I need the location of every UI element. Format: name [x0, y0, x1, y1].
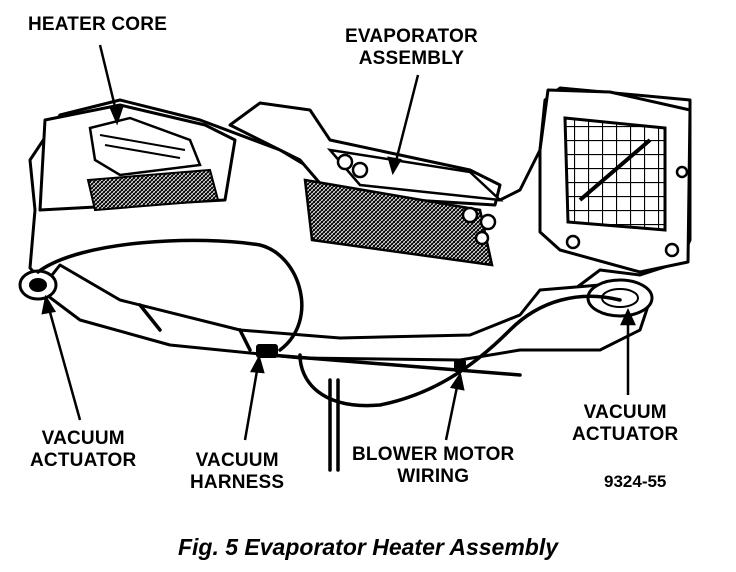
- label-vacuum-actuator-right-line2: ACTUATOR: [572, 424, 679, 445]
- label-vacuum-harness-line1: VACUUM: [195, 450, 279, 471]
- heater-core: [86, 116, 220, 212]
- label-evaporator-assembly: EVAPORATOR ASSEMBLY: [345, 26, 478, 70]
- label-vacuum-actuator-right-line1: VACUUM: [583, 402, 667, 423]
- left-vacuum-actuator-shape: [18, 269, 58, 301]
- harness-clip: [256, 344, 466, 372]
- label-evaporator-assembly-line2: ASSEMBLY: [358, 48, 465, 69]
- label-vacuum-actuator-left-line2: ACTUATOR: [30, 450, 137, 471]
- label-vacuum-actuator-right: VACUUM ACTUATOR: [572, 402, 678, 446]
- blower-motor-housing: [586, 278, 654, 318]
- figure-caption: Fig. 5 Evaporator Heater Assembly: [177, 534, 559, 560]
- figure-number: 9324-55: [604, 472, 667, 491]
- label-blower-motor-wiring: BLOWER MOTOR WIRING: [352, 444, 514, 488]
- label-vacuum-actuator-left-line1: VACUUM: [41, 428, 125, 449]
- label-blower-motor-wiring-line2: WIRING: [397, 466, 470, 487]
- label-evaporator-assembly-line1: EVAPORATOR: [345, 26, 478, 47]
- label-heater-core-text: HEATER CORE: [28, 14, 168, 35]
- vacuum-hoses: [36, 238, 622, 472]
- label-blower-motor-wiring-line1: BLOWER MOTOR: [352, 444, 515, 465]
- label-vacuum-harness: VACUUM HARNESS: [190, 450, 284, 494]
- leader-lines: [41, 44, 636, 441]
- blower-inlet-grid: [563, 116, 689, 258]
- label-heater-core: HEATER CORE: [28, 14, 167, 36]
- evaporator-core: [303, 148, 504, 267]
- label-vacuum-harness-line2: HARNESS: [190, 472, 285, 493]
- label-vacuum-actuator-left: VACUUM ACTUATOR: [30, 428, 136, 472]
